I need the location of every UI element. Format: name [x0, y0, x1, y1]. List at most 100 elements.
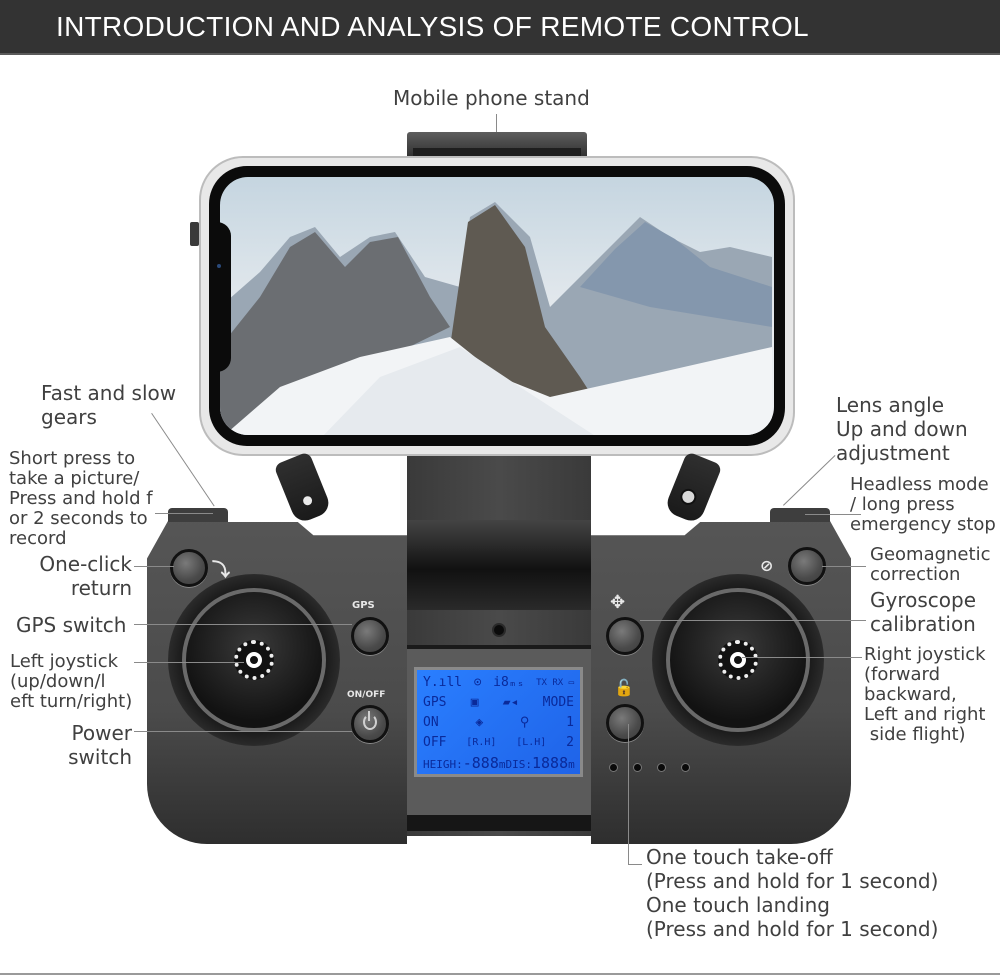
unlock-icon: 🔓: [614, 678, 634, 697]
front-camera-icon: [217, 264, 221, 268]
left-joystick[interactable]: [168, 574, 340, 746]
callout-gps-switch: GPS switch: [16, 613, 127, 637]
status-led: [682, 764, 689, 771]
callout-fast-slow-gears: Fast and slow gears: [41, 381, 177, 429]
leader-line: [134, 662, 244, 663]
height-value: -888: [462, 754, 499, 772]
center-foot: [407, 815, 591, 831]
joystick-cap: [234, 640, 274, 680]
callout-phone-stand: Mobile phone stand: [393, 86, 590, 110]
height-unit: m: [498, 758, 506, 771]
gyro-orbit-icon: ✥: [610, 592, 626, 613]
takeoff-landing-button[interactable]: [606, 704, 644, 742]
right-antenna-hinge: [663, 451, 723, 525]
callout-photo-record: Short press to take a picture/ Press and…: [9, 448, 153, 549]
distance-unit: m: [568, 758, 575, 771]
gps-off-indicator: OFF: [423, 735, 447, 750]
distance-readout: DIS:1888m: [506, 753, 575, 773]
speed-value: i8ₘₛ: [493, 675, 525, 690]
height-label: HEIGH:: [423, 758, 463, 771]
gps-switch-button[interactable]: [351, 617, 389, 655]
gps-button-label: GPS: [352, 600, 375, 611]
distance-value: 1888: [532, 754, 569, 772]
hinge-pin-icon: [677, 486, 699, 508]
compass-icon: ⊘: [760, 556, 774, 575]
right-joystick[interactable]: [652, 574, 824, 746]
phone-stand-clamp: [407, 132, 587, 158]
phone-side-button: [190, 222, 199, 246]
leader-line: [783, 454, 836, 506]
phone-holder-bracket: [407, 520, 591, 610]
callout-lens-angle: Lens angle Up and down adjustment: [836, 393, 968, 465]
video-icon: ▰◂: [502, 695, 519, 710]
gyroscope-calibration-button[interactable]: [606, 617, 644, 655]
height-readout: HEIGH:-888m: [423, 753, 506, 773]
leader-line: [628, 864, 642, 865]
callout-gyroscope: Gyroscope calibration: [870, 588, 977, 636]
status-led: [658, 764, 665, 771]
callout-left-joystick: Left joystick (up/down/l eft turn/right): [10, 651, 133, 712]
phone-bezel: [209, 166, 785, 446]
return-home-icon: ⤵: [212, 560, 230, 581]
gps-on-indicator: ON: [423, 715, 439, 730]
mountain-landscape-image: [220, 202, 772, 435]
callout-right-joystick: Right joystick (forward backward, Left a…: [864, 644, 986, 745]
camera-icon: ▣: [470, 695, 479, 710]
header-bar: INTRODUCTION AND ANALYSIS OF REMOTE CONT…: [0, 0, 1000, 55]
status-led: [634, 764, 641, 771]
phone-screen-mountain-image: [220, 177, 774, 435]
lcd-footer: HEIGH:-888m DIS:1888m: [423, 753, 575, 773]
signal-icon: Y.ıll: [423, 675, 463, 690]
indicator-hole: [492, 623, 506, 637]
leader-line: [640, 620, 866, 621]
smartphone: [199, 156, 795, 456]
lcd-display: Y.ıll ⊙ i8ₘₛ TX RX ▭ GPS ▣ ▰◂ MODE ON ◈ …: [414, 667, 583, 777]
left-shoulder-button[interactable]: [168, 508, 228, 522]
callout-geomagnetic: Geomagnetic correction: [870, 544, 991, 585]
power-switch-button[interactable]: [351, 705, 389, 743]
page-title: INTRODUCTION AND ANALYSIS OF REMOTE CONT…: [56, 11, 809, 42]
callout-one-click-return: One-click return: [39, 552, 132, 600]
leader-line: [628, 724, 629, 864]
phone-notch: [209, 222, 231, 372]
lcd-row: ON ◈ ⚲ 1: [423, 713, 574, 733]
callout-headless-mode: Headless mode / long press emergency sto…: [850, 474, 996, 535]
joystick-gimbal: [666, 588, 810, 732]
leader-line: [805, 514, 861, 515]
left-antenna-hinge: [273, 451, 333, 525]
left-hand-indicator: [L.H]: [516, 737, 547, 748]
right-shoulder-button[interactable]: [770, 508, 830, 522]
tx-rx-battery-icon: TX RX ▭: [536, 678, 574, 688]
one-click-return-button[interactable]: [170, 549, 208, 587]
lcd-row: OFF [R.H] [L.H] 2: [423, 733, 574, 753]
callout-takeoff-landing: One touch take-off (Press and hold for 1…: [646, 845, 939, 941]
leader-line: [134, 624, 352, 625]
joystick-cap: [718, 640, 758, 680]
joystick-gimbal: [182, 588, 326, 732]
leader-line: [742, 657, 862, 658]
geomagnetic-correction-button[interactable]: [788, 547, 826, 585]
mode-1: 1: [566, 715, 574, 730]
lcd-row: Y.ıll ⊙ i8ₘₛ TX RX ▭: [423, 673, 574, 693]
lcd-row: GPS ▣ ▰◂ MODE: [423, 693, 574, 713]
leader-line: [134, 566, 174, 567]
right-hand-indicator: [R.H]: [466, 737, 497, 748]
leader-line: [496, 114, 497, 142]
power-icon: [363, 711, 377, 730]
leader-line: [155, 513, 213, 514]
mode-2: 2: [566, 735, 574, 750]
headless-icon: ◈: [475, 715, 484, 730]
mode-label: MODE: [542, 695, 574, 710]
power-button-label: ON/OFF: [347, 690, 386, 700]
leader-line: [822, 566, 866, 567]
gps-indicator: GPS: [423, 695, 447, 710]
hinge-pin-icon: [301, 494, 314, 507]
status-led-row: [610, 764, 689, 771]
status-led: [610, 764, 617, 771]
bottom-divider: [0, 973, 1000, 975]
leader-line: [134, 731, 352, 732]
rotation-icon: ⊙: [473, 675, 482, 690]
distance-label: DIS:: [505, 758, 533, 771]
location-icon: ⚲: [519, 715, 530, 730]
callout-power-switch: Power switch: [68, 721, 132, 769]
